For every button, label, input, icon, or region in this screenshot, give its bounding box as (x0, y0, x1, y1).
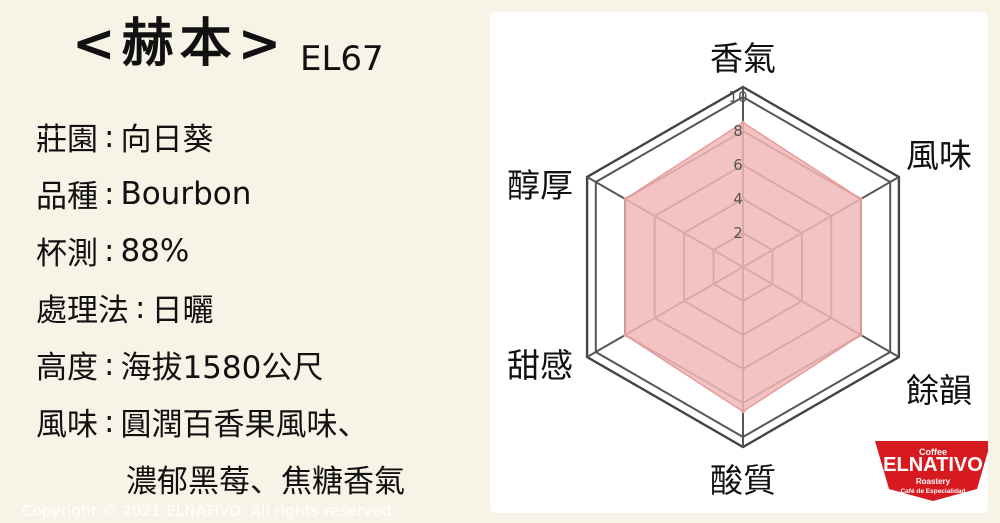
detail-value: 88% (120, 232, 190, 269)
detail-row-flavor-continued: 濃郁黑莓、焦糖香氣 (36, 450, 446, 507)
logo-brand-name: ELNATIVO (883, 454, 983, 476)
detail-separator: : (104, 118, 115, 155)
detail-label: 高度 (36, 350, 98, 386)
detail-row-process: 處理法 : 日曬 (36, 279, 446, 336)
detail-row-variety: 品種 : Bourbon (36, 165, 446, 222)
coffee-title: <赫本> (72, 14, 288, 74)
detail-row-flavor: 風味 : 圓潤百香果風味、 (36, 393, 446, 450)
detail-value: 圓潤百香果風味、 (120, 407, 369, 443)
detail-value: 濃郁黑莓、焦糖香氣 (126, 464, 405, 500)
radar-data-point (741, 409, 745, 414)
detail-value: 向日葵 (120, 122, 214, 158)
detail-label: 處理法 (36, 293, 129, 329)
radar-tick-label: 4 (733, 190, 743, 208)
radar-axis-label: 香氣 (710, 39, 776, 78)
logo-roastery-text: Roastery (916, 477, 951, 486)
radar-axis-label: 酸質 (710, 461, 776, 500)
detail-value: Bourbon (120, 175, 252, 212)
detail-separator: : (104, 403, 115, 440)
radar-tick-label: 2 (733, 224, 743, 242)
radar-data-area (624, 121, 862, 413)
radar-data-point (859, 197, 863, 201)
detail-value: 海拔1580公尺 (120, 350, 324, 386)
coffee-details: 莊園 : 向日葵 品種 : Bourbon 杯測 : 88% 處理法 : 日曬 … (36, 108, 446, 507)
radar-tick-label: 6 (733, 156, 743, 174)
copyright-text: Copyright © 2021 ELNATIVO. All rights re… (22, 502, 397, 520)
detail-separator: : (104, 232, 115, 269)
radar-tick-label: 10 (728, 88, 747, 106)
detail-label: 莊園 (36, 122, 98, 158)
coffee-code: EL67 (300, 39, 384, 79)
detail-row-estate: 莊園 : 向日葵 (36, 108, 446, 165)
logo-small-text: Coffee (919, 447, 947, 457)
radar-data-point (623, 333, 627, 337)
detail-label: 風味 (36, 407, 98, 443)
detail-separator: : (104, 346, 115, 383)
radar-axis-label: 醇厚 (507, 166, 573, 205)
detail-label: 杯測 (36, 236, 98, 272)
radar-data-point (623, 197, 627, 201)
radar-axis-label: 甜感 (507, 346, 573, 385)
radar-tick-label: 8 (733, 122, 743, 140)
radar-axis-label: 餘韻 (906, 371, 972, 410)
radar-data-point (859, 333, 863, 337)
logo-badge-shape (875, 441, 988, 501)
detail-value: 日曬 (151, 293, 214, 329)
radar-data-point (741, 120, 745, 125)
logo-subtitle-text: Café de Especialidad (900, 488, 965, 495)
radar-axis-label: 風味 (906, 136, 972, 175)
detail-label: 品種 (36, 179, 98, 215)
detail-row-altitude: 高度 : 海拔1580公尺 (36, 336, 446, 393)
detail-separator: : (104, 175, 115, 212)
detail-separator: : (135, 289, 146, 326)
detail-row-cupping: 杯測 : 88% (36, 222, 446, 279)
